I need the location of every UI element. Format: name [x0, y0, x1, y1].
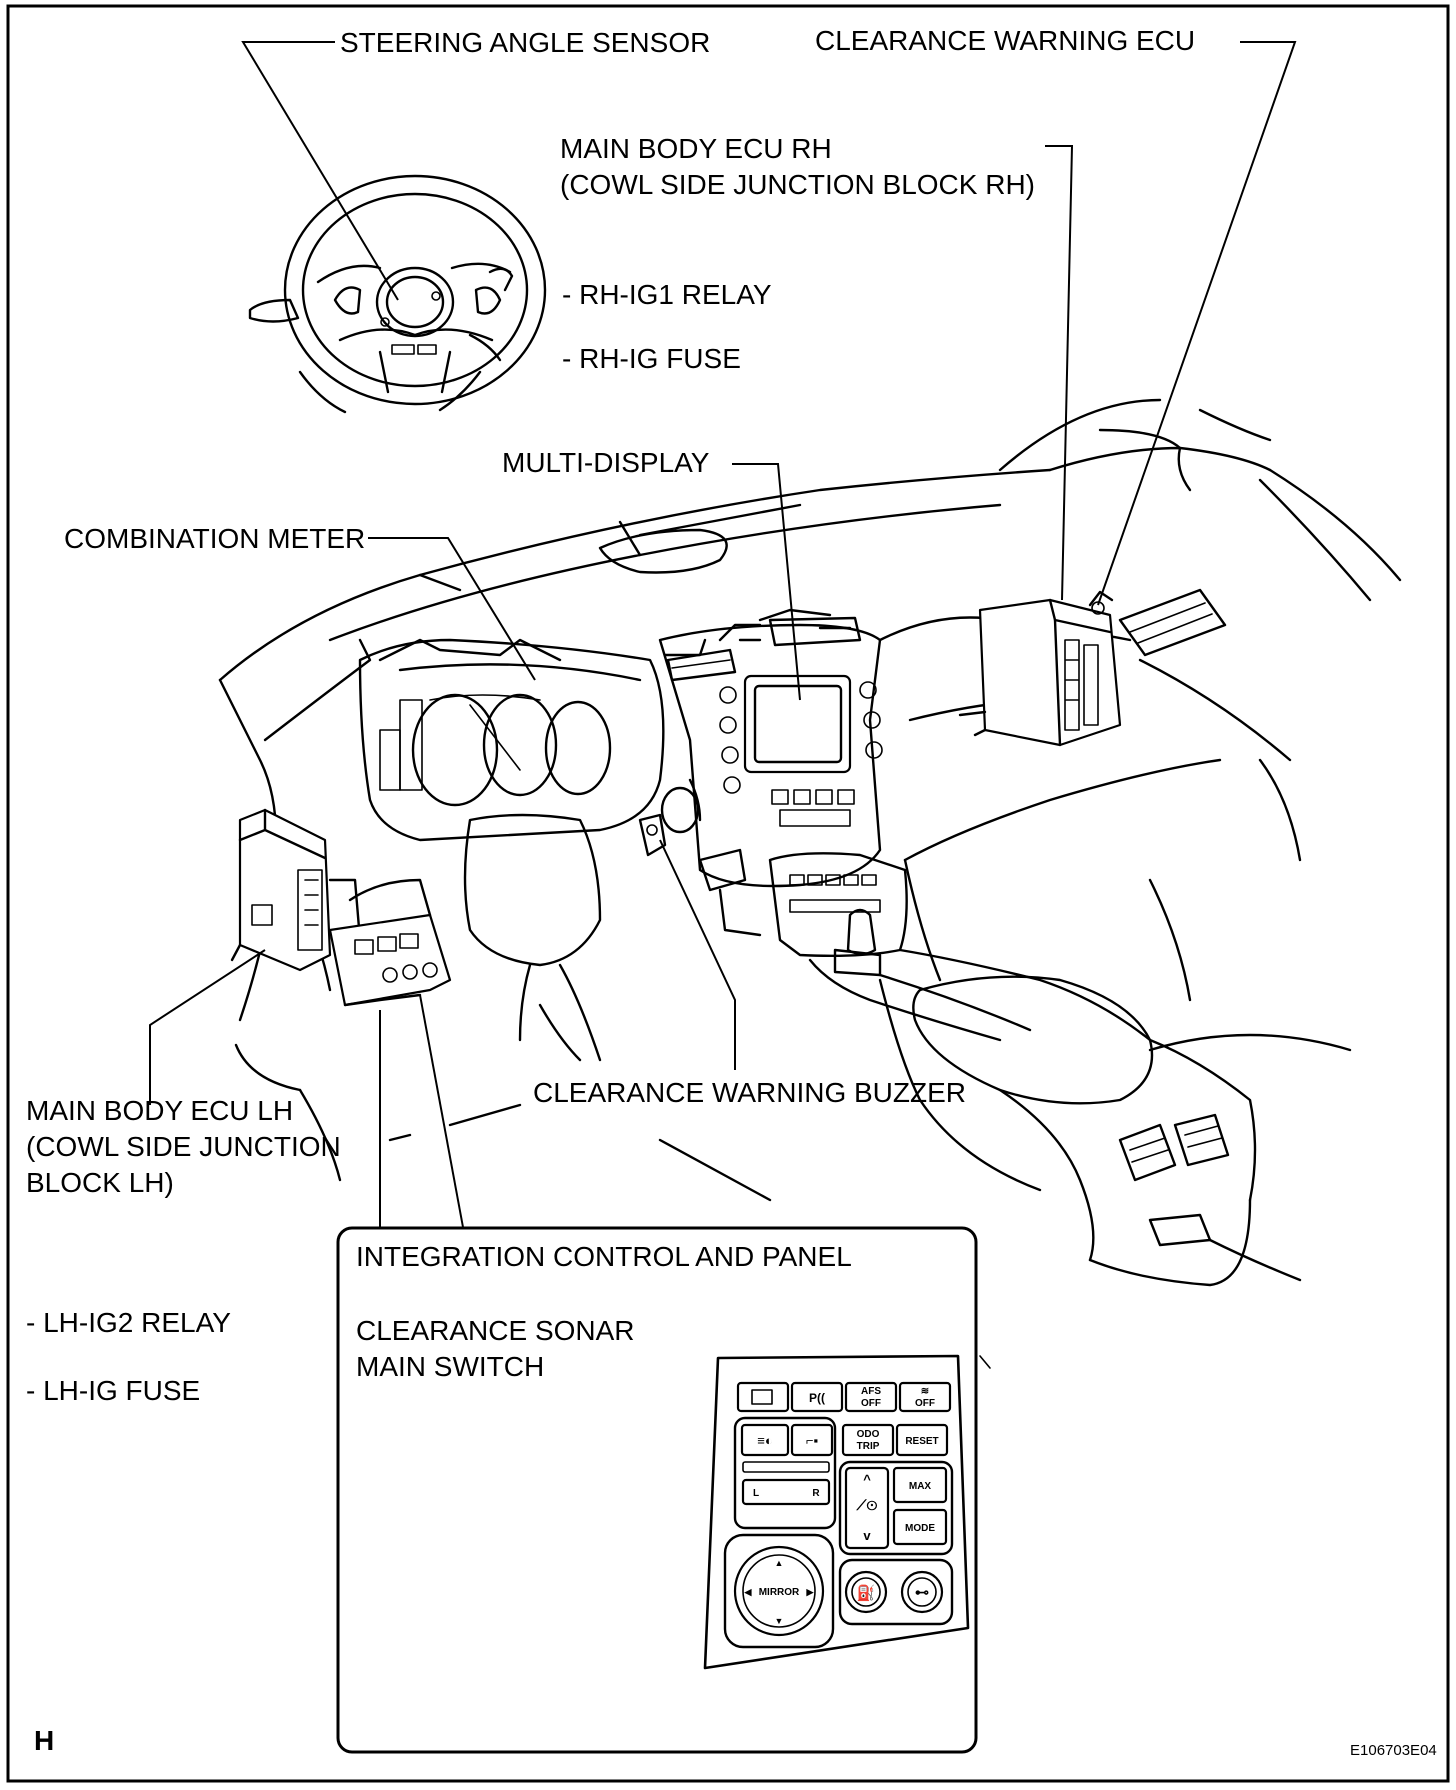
clearance-sonar-main-switch [790, 1381, 844, 1413]
max-label: MAX [909, 1481, 932, 1492]
figure-code: E106703E04 [1350, 1742, 1437, 1759]
panel-button-max [892, 1466, 948, 1504]
panel-button-reset [895, 1423, 949, 1457]
steering-wheel-illustration [248, 174, 547, 414]
panel-button-mode [892, 1508, 948, 1546]
panel-slider-track [742, 1461, 830, 1473]
label-rh-ig1-relay: - RH-IG1 RELAY [562, 279, 772, 310]
screen-icon [751, 1389, 773, 1405]
panel-button-headlamp-cleaner [740, 1423, 790, 1457]
label-main-body-ecu-rh-sub: (COWL SIDE JUNCTION BLOCK RH) [560, 169, 1035, 200]
integration-control-inset: INTEGRATION CONTROL AND PANEL CLEARANCE … [336, 1226, 991, 1754]
afs-off-label-top: AFS [861, 1386, 881, 1397]
arrow-left-icon: ◀ [744, 1587, 753, 1597]
chevron-down-icon: v [863, 1528, 871, 1543]
chevron-up-icon: ^ [863, 1472, 871, 1487]
label-main-body-ecu-rh: MAIN BODY ECU RH [560, 133, 832, 164]
panel-button-afs-off [844, 1381, 898, 1413]
integration-panel-in-dash [328, 878, 452, 1007]
headlamp-cleaner-icon: ≡◐ [757, 1433, 772, 1448]
panel-button-screen [736, 1381, 790, 1413]
mode-label: MODE [905, 1523, 935, 1534]
label-main-body-ecu-lh: MAIN BODY ECU LH [26, 1095, 293, 1126]
corner-letter: H [34, 1725, 54, 1756]
panel-button-odo-trip [841, 1423, 895, 1457]
main-body-ecu-rh-illustration [958, 590, 1122, 747]
fuel-pump-icon: ⛽ [857, 1584, 876, 1602]
panel-button-mirror-select [741, 1478, 831, 1506]
label-lh-ig-fuse: - LH-IG FUSE [26, 1375, 200, 1406]
diagram-frame [6, 4, 1450, 1783]
wiper-icon: ≋ [921, 1386, 929, 1397]
label-multi-display: MULTI-DISPLAY [502, 447, 710, 478]
seat-icon: ⌐▪ [806, 1433, 818, 1448]
mirror-left-label: L [753, 1488, 759, 1499]
instrument-panel-illustration [218, 398, 1402, 1287]
panel-button-tilt-telescopic [844, 1466, 890, 1550]
inset-title: INTEGRATION CONTROL AND PANEL [356, 1241, 852, 1272]
mirror-right-label: R [812, 1488, 820, 1499]
arrow-up-icon: ▲ [775, 1558, 784, 1568]
wiper-off-label: OFF [915, 1398, 935, 1409]
inset-label-sonar-switch: CLEARANCE SONAR [356, 1315, 635, 1346]
label-main-body-ecu-lh-sub1: (COWL SIDE JUNCTION [26, 1131, 341, 1162]
arrow-down-icon: ▼ [775, 1616, 784, 1626]
label-lh-ig2-relay: - LH-IG2 RELAY [26, 1307, 231, 1338]
label-clearance-warning-ecu: CLEARANCE WARNING ECU [815, 25, 1195, 56]
reset-label: RESET [905, 1436, 938, 1447]
steering-tilt-icon: ⟋⊙ [856, 1497, 878, 1513]
mirror-label: MIRROR [759, 1587, 800, 1598]
leader-lines [149, 41, 1297, 1386]
trip-label: TRIP [857, 1441, 880, 1452]
car-trunk-icon: ⊷ [915, 1584, 929, 1600]
label-main-body-ecu-lh-sub2: BLOCK LH) [26, 1167, 174, 1198]
afs-off-label-bottom: OFF [861, 1398, 881, 1409]
label-combination-meter: COMBINATION METER [64, 523, 365, 554]
label-steering-angle-sensor: STEERING ANGLE SENSOR [340, 27, 710, 58]
panel-button-wiper-off [898, 1381, 952, 1413]
parking-sonar-icon: P(( [809, 1391, 825, 1405]
main-body-ecu-lh-illustration [230, 808, 362, 972]
label-clearance-warning-buzzer: CLEARANCE WARNING BUZZER [533, 1077, 966, 1108]
label-rh-ig-fuse: - RH-IG FUSE [562, 343, 741, 374]
panel-mirror-joystick [733, 1545, 825, 1637]
inset-label-sonar-switch-sub: MAIN SWITCH [356, 1351, 544, 1382]
odo-label: ODO [857, 1429, 880, 1440]
panel-button-seat [790, 1423, 834, 1457]
arrow-right-icon: ▶ [806, 1587, 815, 1597]
